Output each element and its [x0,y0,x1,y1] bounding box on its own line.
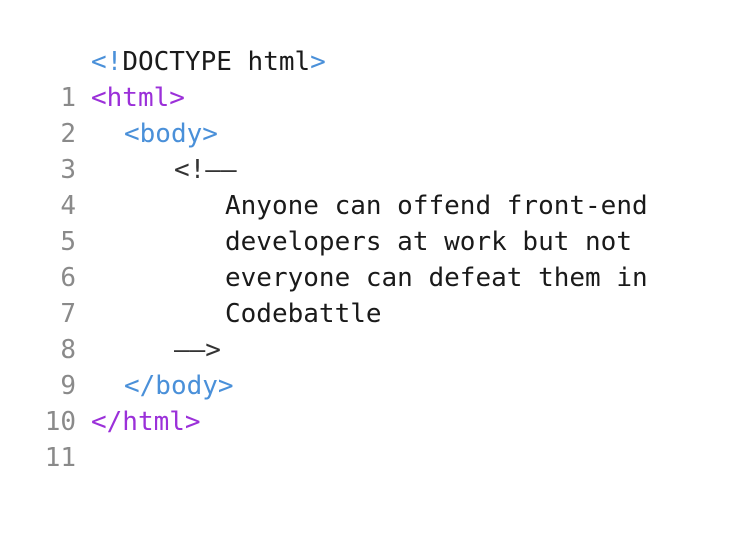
code-line-3: 3 <body> [0,116,738,185]
line-number: 2 [60,119,76,149]
line-number: 11 [44,443,76,473]
line-number: 9 [60,371,76,401]
comment-open: <!—— [174,155,237,185]
code-line-5: 5 Anyone can offend front-end [0,188,738,257]
html-open-tag: <html> [91,83,185,113]
comment-text: Anyone can offend front-end [225,191,648,221]
line-number: 8 [60,335,76,365]
comment-text: everyone can defeat them in [225,263,648,293]
comment-text: developers at work but not [225,227,632,257]
comment-close: ——> [174,335,221,365]
code-line-11: 11 </html> [0,404,738,473]
code-editor: 1 <!DOCTYPE html> 2 <html> 3 <body> 4 <!… [0,44,738,473]
doctype-close-bracket: > [310,47,326,77]
code-line-9: 9 ——> [0,332,738,401]
body-open-tag: <body> [124,119,218,149]
code-line-4: 4 <!—— [0,152,738,221]
line-number: 6 [60,263,76,293]
line-number: 7 [60,299,76,329]
doctype-declaration: <!DOCTYPE html> [91,44,326,80]
doctype-keyword: DOCTYPE html [122,47,311,77]
doctype-open-bracket: <! [91,47,123,77]
line-number: 10 [44,407,76,437]
code-line-1: 1 <!DOCTYPE html> [0,44,738,113]
code-line-10: 10 </body> [0,368,738,437]
code-line-6: 6 developers at work but not [0,224,738,293]
code-line-8: 8 Codebattle [0,296,738,365]
html-close-tag: </html> [91,407,201,437]
line-number: 3 [60,155,76,185]
line-number: 5 [60,227,76,257]
body-close-tag: </body> [124,371,234,401]
comment-text: Codebattle [225,299,382,329]
code-line-7: 7 everyone can defeat them in [0,260,738,329]
code-line-2: 2 <html> [0,80,738,149]
line-number: 4 [60,191,76,221]
line-number: 1 [60,83,76,113]
